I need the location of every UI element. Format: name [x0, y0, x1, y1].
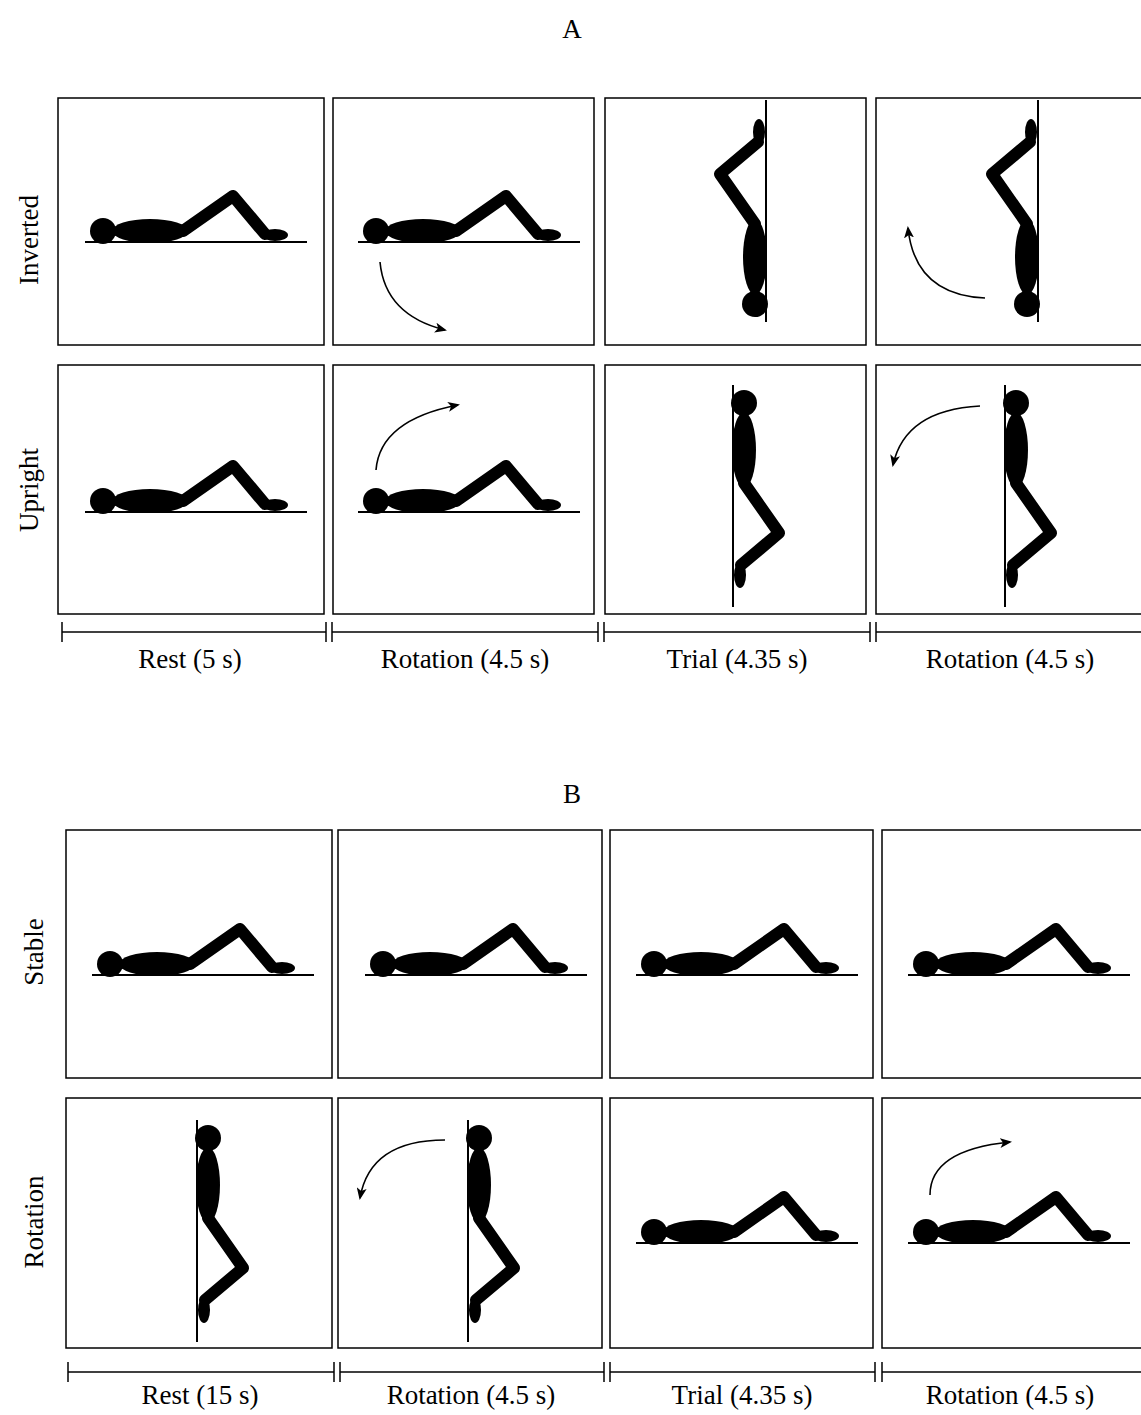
panel-frames [58, 98, 1141, 1348]
row-label: Stable [20, 918, 50, 986]
rotation-arrows [360, 228, 1010, 1198]
phase-label: Trial (4.35 s) [672, 1381, 813, 1411]
phase-label: Rest (15 s) [142, 1381, 259, 1411]
panel-letter: B [563, 780, 581, 810]
phase-label: Rest (5 s) [138, 645, 242, 675]
phase-label: Rotation (4.5 s) [926, 645, 1095, 675]
row-label: Upright [15, 448, 45, 532]
phase-label: Rotation (4.5 s) [381, 645, 550, 675]
phase-label: Trial (4.35 s) [667, 645, 808, 675]
row-label: Rotation [20, 1176, 50, 1269]
stick-figures [85, 100, 1130, 1342]
timeline [62, 622, 1141, 1382]
row-label: Inverted [15, 195, 45, 285]
phase-label: Rotation (4.5 s) [926, 1381, 1095, 1411]
panel-letter: A [562, 15, 582, 45]
phase-label: Rotation (4.5 s) [387, 1381, 556, 1411]
